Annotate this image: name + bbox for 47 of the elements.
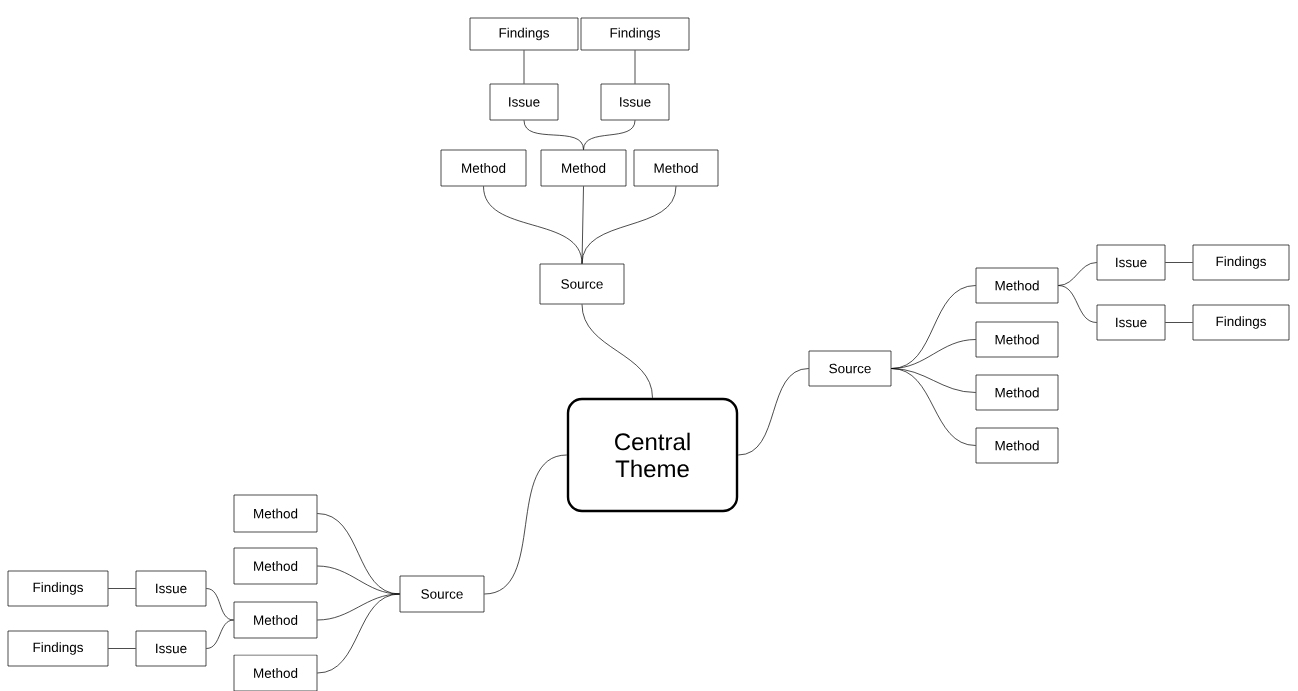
connector — [484, 454, 568, 595]
topic-box: Issue — [1096, 244, 1166, 281]
topic-box: Issue — [600, 83, 670, 121]
topic-box: Issue — [135, 630, 207, 667]
connector — [108, 648, 136, 649]
topic-box: Findings — [7, 570, 109, 607]
central-topic-box: Central Theme — [566, 397, 739, 513]
connector — [581, 186, 584, 264]
topic-box: Method — [440, 149, 527, 187]
connector — [891, 285, 976, 369]
topic-box: Method — [975, 267, 1059, 304]
connector — [206, 588, 234, 621]
topic-box: Method — [975, 374, 1059, 411]
connector — [583, 120, 636, 150]
connector — [317, 593, 400, 674]
connector — [581, 304, 653, 399]
topic-box: Method — [975, 427, 1059, 464]
connector — [737, 368, 809, 456]
topic-box: Issue — [135, 570, 207, 607]
topic-box: Method — [975, 321, 1059, 358]
connector — [1165, 262, 1193, 263]
topic-box: Issue — [1096, 304, 1166, 341]
topic-box: Issue — [489, 83, 559, 121]
connector — [634, 50, 636, 84]
topic-box: Method — [233, 601, 318, 639]
connector — [317, 593, 400, 621]
topic-box: Source — [539, 263, 625, 305]
topic-box: Method — [633, 149, 719, 187]
topic-box: Source — [808, 350, 892, 387]
topic-box: Method — [233, 547, 318, 585]
connector — [108, 588, 136, 589]
topic-box: Method — [233, 654, 318, 691]
topic-box: Findings — [7, 630, 109, 667]
topic-box: Findings — [1192, 304, 1290, 341]
connector — [581, 186, 677, 264]
connector — [523, 50, 525, 84]
connector — [891, 368, 976, 446]
connector — [1058, 285, 1097, 323]
topic-box: Findings — [469, 17, 579, 51]
topic-box: Source — [399, 575, 485, 613]
topic-box: Method — [540, 149, 627, 187]
connector — [1165, 322, 1193, 323]
connector — [523, 120, 584, 150]
topic-box: Method — [233, 494, 318, 533]
connector — [206, 619, 234, 649]
topic-box: Findings — [580, 17, 690, 51]
topic-box: Findings — [1192, 244, 1290, 281]
